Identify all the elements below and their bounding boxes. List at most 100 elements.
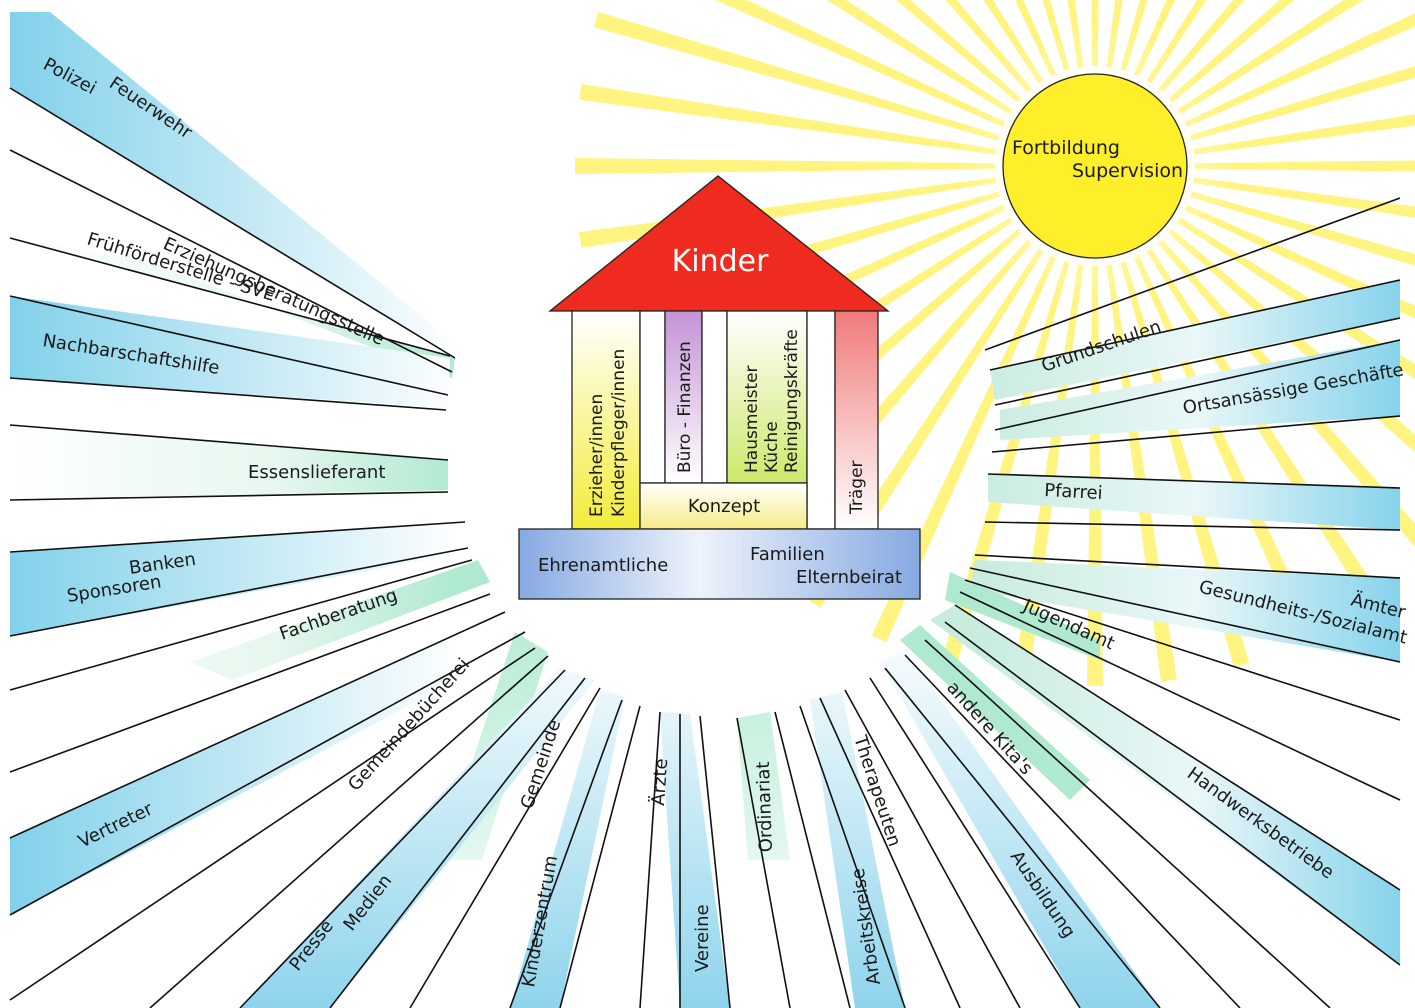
pillar-buero [664, 310, 703, 484]
fan-line [969, 567, 1401, 663]
sun-ray [575, 158, 995, 174]
fan-line [9, 87, 456, 359]
sun-ray [826, 0, 1013, 115]
fan-line [639, 711, 661, 1008]
label-handwerksbetriebe: Handwerksbetriebe [1183, 763, 1338, 883]
fan-line [9, 521, 466, 553]
fan-line [884, 667, 1161, 1008]
sun-ray [715, 0, 1006, 127]
pillar-traeger [834, 310, 879, 530]
fan-line [924, 639, 1331, 1008]
fan-line [819, 697, 961, 1008]
fan-line [844, 689, 1021, 1008]
band-ordinariat [737, 712, 790, 860]
fan-line [984, 197, 1401, 351]
pillar-gap-3 [806, 310, 836, 530]
fan-line [964, 579, 1401, 721]
fan-line [984, 521, 1401, 531]
sun-label-2: Supervision [1072, 160, 1183, 182]
band-ortsansaessige [1000, 340, 1400, 440]
fan-line [9, 559, 473, 691]
fan-lines [9, 87, 1401, 1008]
sun-ray [1193, 114, 1415, 155]
band-pfarrei [988, 474, 1400, 530]
label-ordinariat: Ordinariat [753, 761, 777, 852]
sun-ray [1193, 177, 1415, 218]
pillar-hausmeister [726, 310, 808, 484]
label-aerzte: Ärzte [648, 758, 672, 807]
fan-line [9, 611, 506, 839]
fan-line [904, 654, 1241, 1008]
band-vereine [660, 712, 730, 1008]
label-pfarrei: Pfarrei [1044, 480, 1103, 504]
band-presse [240, 668, 595, 1008]
band-ausbildung [880, 650, 1160, 1008]
band-gesundheitsamt [970, 560, 1400, 662]
sun-ray [1195, 160, 1415, 172]
pillar-erzieher-label-1: Erzieher/innen [587, 394, 607, 517]
sun-ray [1190, 191, 1415, 266]
fan-line [9, 377, 447, 411]
pillar-hausmeister-label-2: Küche [762, 421, 782, 473]
band-vertreter [10, 612, 530, 915]
fan-line [9, 491, 449, 501]
base-right-label-2: Elternbeirat [796, 567, 902, 588]
sun-ray [1184, 13, 1415, 127]
band-polizei [10, 12, 460, 358]
fan-line [149, 655, 549, 1008]
fan-line [736, 717, 791, 1008]
band-banken [10, 522, 470, 636]
band-nachbarschaft [10, 296, 450, 408]
sun-ray [1190, 66, 1415, 141]
house: Kinder Konzept Erzieher/innen Kinderpfle… [518, 175, 921, 600]
band-arbeitskreise [810, 692, 905, 1008]
band-jugendamt [945, 572, 1100, 660]
pillar-traeger-label: Träger [847, 460, 867, 515]
konzept-label: Konzept [688, 496, 760, 517]
sun-ray [579, 84, 997, 155]
fan-line [9, 295, 449, 396]
fan-line [9, 631, 526, 916]
fan-line [239, 669, 566, 1008]
pillar-erzieher [571, 310, 641, 530]
fan-line [409, 687, 601, 1008]
fan-line [9, 237, 451, 357]
fan-line [869, 677, 1081, 1008]
base-left-label: Ehrenamtliche [538, 555, 668, 576]
pillar-gap-1 [639, 310, 666, 484]
label-essenslieferant: Essenslieferant [248, 462, 385, 483]
fan-line [989, 279, 1401, 371]
house-base [518, 528, 921, 600]
fan-line [799, 705, 906, 1008]
base-right-label-1: Familien [750, 544, 825, 565]
band-fachberatung [190, 560, 490, 680]
fan-line [559, 705, 641, 1008]
fan-line [329, 677, 586, 1008]
band-essenslieferant [10, 425, 448, 500]
sun-ray [593, 11, 1000, 141]
fan-line [9, 149, 453, 373]
pillar-hausmeister-label-1: Hausmeister [742, 365, 762, 473]
band-grundschulen [990, 280, 1400, 400]
fan-line [699, 715, 731, 1008]
fan-line [987, 473, 1401, 489]
sun-disc [1002, 73, 1188, 259]
fan-line [991, 415, 1401, 453]
fan-line [9, 593, 491, 773]
pillar-hausmeister-label-3: Reinigungskräfte [782, 329, 802, 473]
pillar-erzieher-label-2: Kinderpfleger/innen [609, 349, 629, 517]
band-andere-kitas [900, 625, 1090, 800]
fan-line [944, 621, 1401, 966]
fan-line [9, 547, 469, 637]
sun-ray [1177, 0, 1364, 115]
fan-line [509, 699, 623, 1008]
band-handwerk [930, 605, 1400, 965]
sun-label-1: Fortbildung [1012, 137, 1120, 159]
fan-line [974, 554, 1401, 579]
rays-right [900, 280, 1400, 965]
roof-label: Kinder [672, 244, 770, 279]
sun: Fortbildung Supervision [955, 26, 1235, 306]
fan-line [9, 424, 449, 461]
pillar-buero-label: Büro - Finanzen [675, 341, 695, 473]
